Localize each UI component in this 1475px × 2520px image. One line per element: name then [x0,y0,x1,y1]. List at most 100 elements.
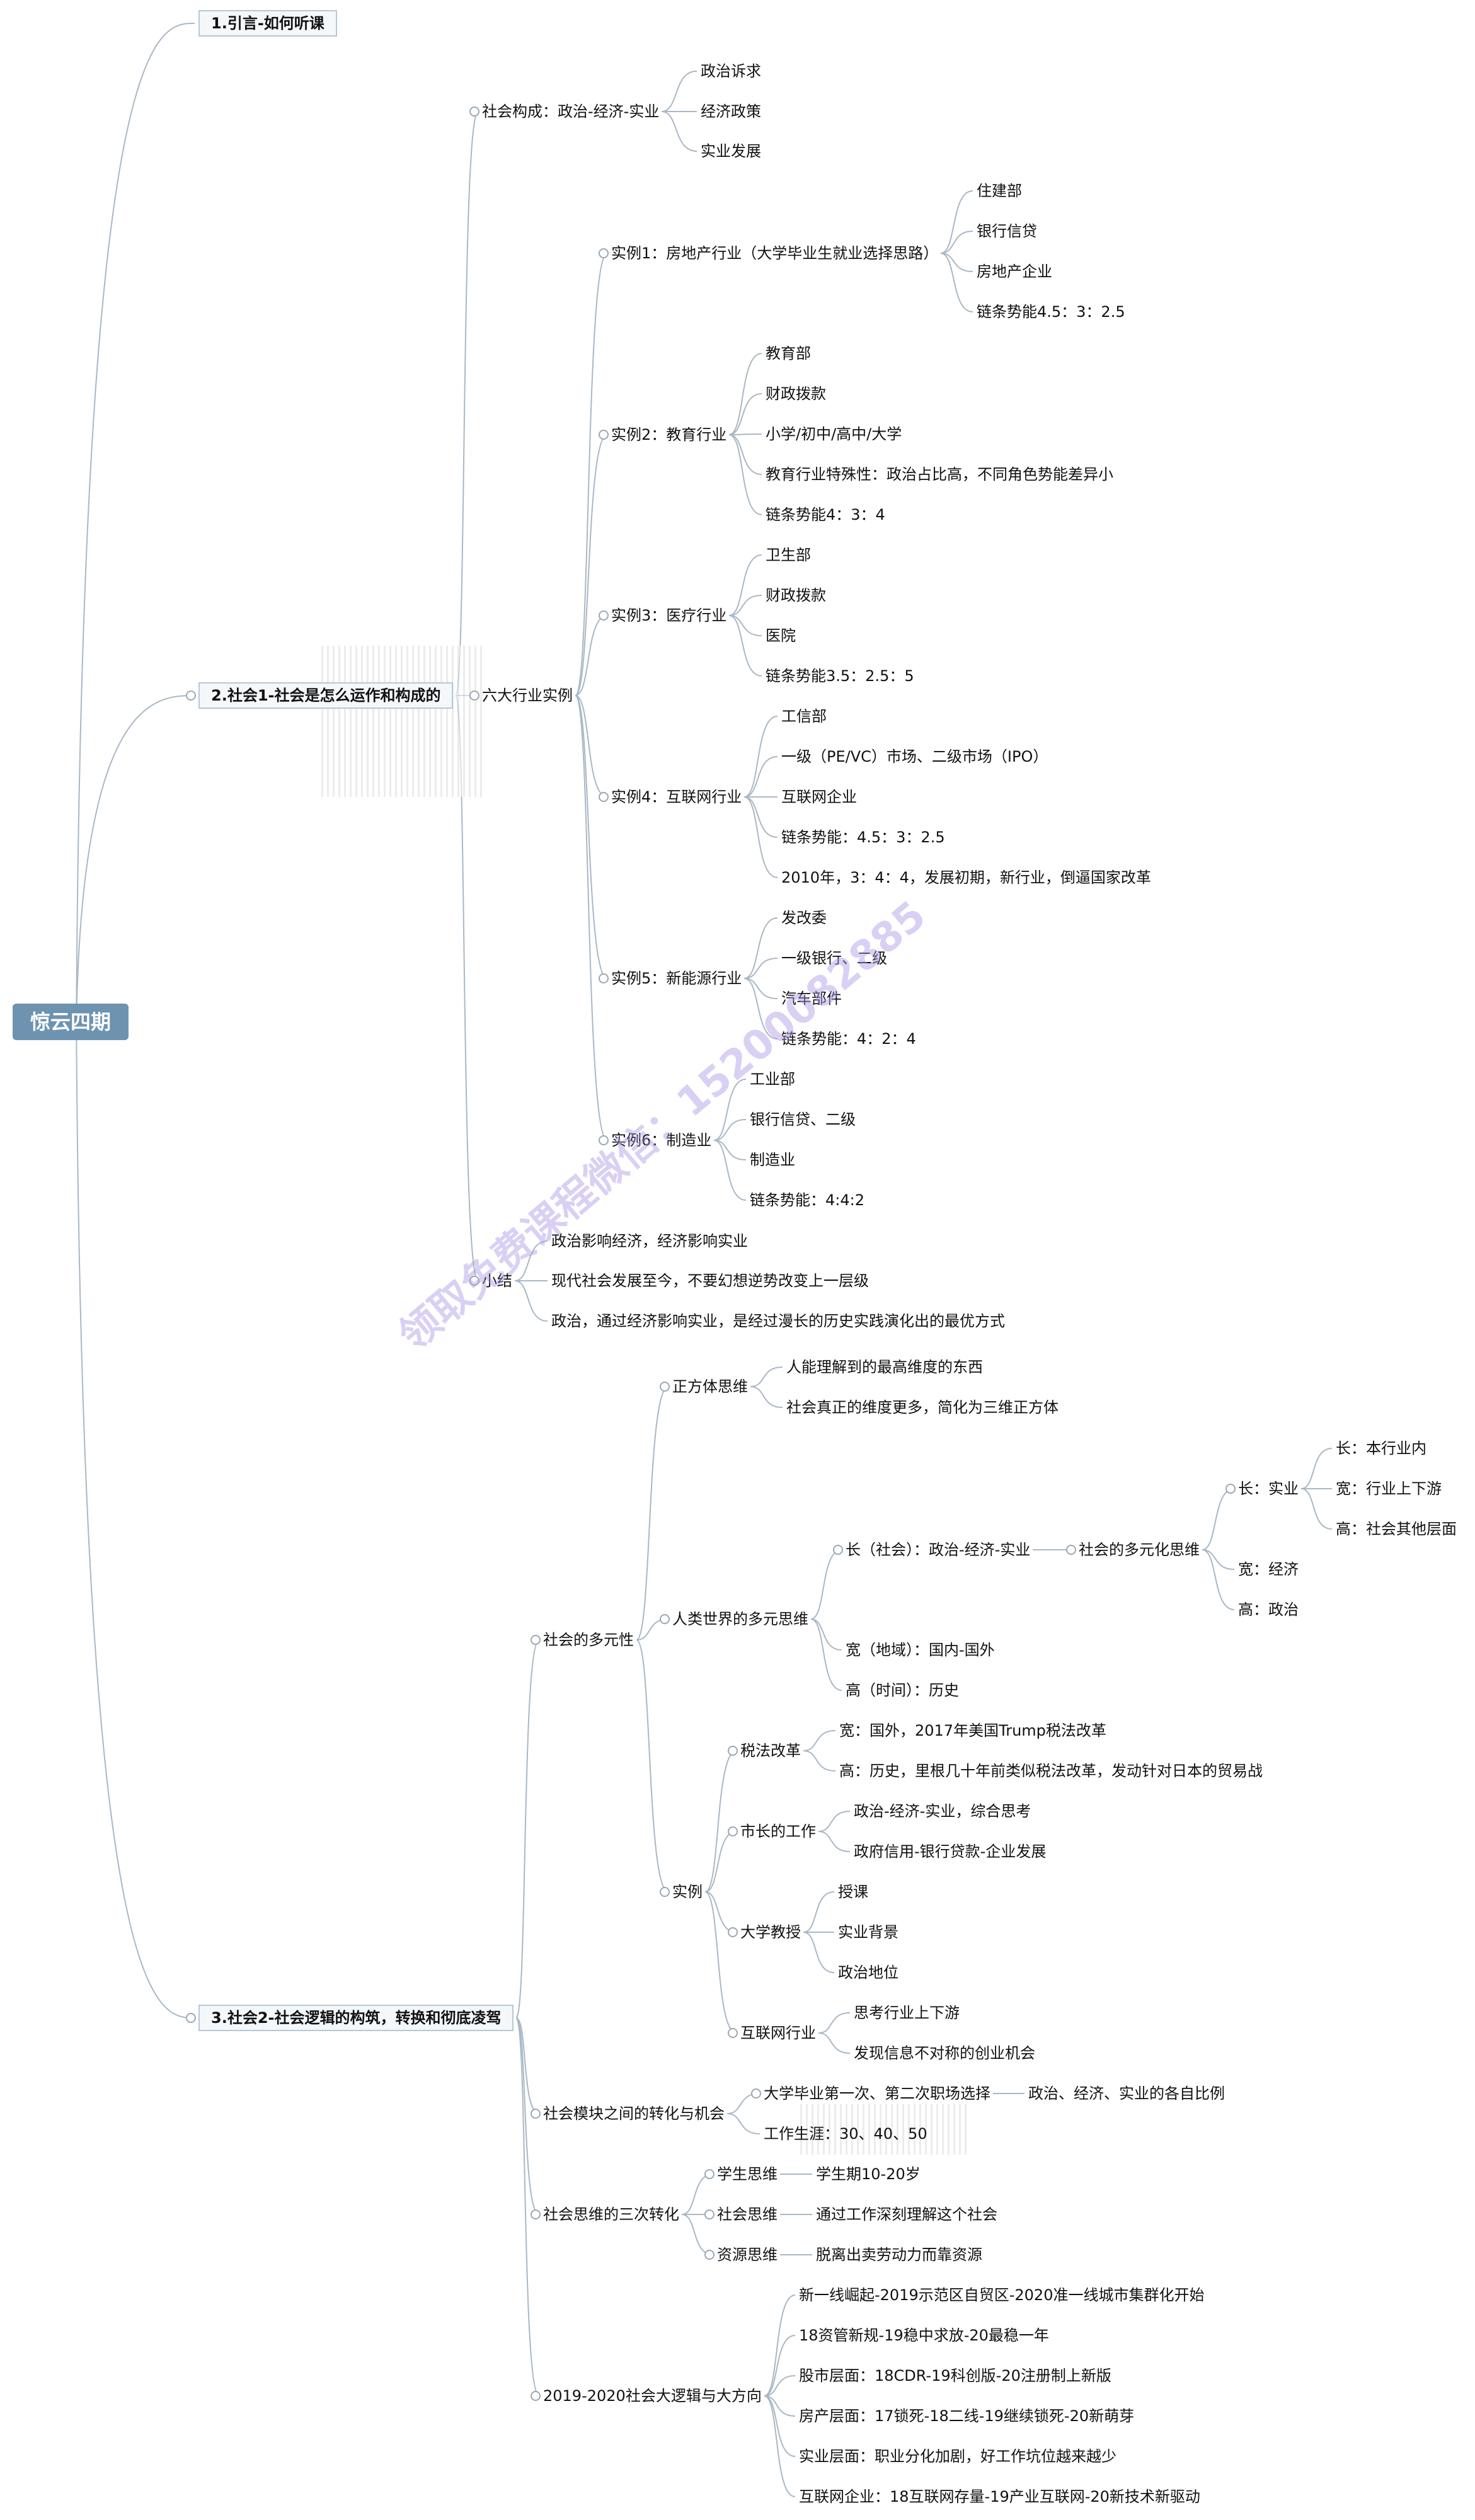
leaf[interactable]: 一级（PE/VC）市场、二级市场（IPO） [781,748,1048,765]
collapse-toggle-icon[interactable] [531,2109,541,2119]
collapse-toggle-icon[interactable] [704,2169,715,2179]
leaf[interactable]: 学生期10-20岁 [816,2165,921,2183]
leaf[interactable]: 链条势能：4：2：4 [781,1030,916,1048]
leaf[interactable]: 授课 [838,1883,868,1901]
collapse-toggle-icon[interactable] [1066,1545,1076,1555]
leaf[interactable]: 工业部 [750,1070,795,1088]
collapse-toggle-icon[interactable] [531,1635,541,1645]
resource-thinking[interactable]: 资源思维 [717,2246,778,2264]
cube-thinking[interactable]: 正方体思维 [672,1378,748,1395]
social-thinking[interactable]: 社会思维 [717,2206,778,2223]
collapse-toggle-icon[interactable] [599,430,609,440]
collapse-toggle-icon[interactable] [1225,1484,1236,1494]
leaf[interactable]: 发现信息不对称的创业机会 [854,2044,1035,2062]
ratio[interactable]: 政治、经济、实业的各自比例 [1028,2085,1225,2102]
leaf[interactable]: 教育行业特殊性：政治占比高，不同角色势能差异小 [766,466,1113,483]
length-society[interactable]: 长（社会）：政治-经济-实业 [846,1541,1031,1559]
collapse-toggle-icon[interactable] [469,1276,479,1286]
leaf[interactable]: 实业发展 [701,142,761,160]
width-region[interactable]: 宽（地域）：国内-国外 [846,1641,995,1659]
professor[interactable]: 大学教授 [740,1923,801,1941]
branch-society-1[interactable]: 2.社会1-社会是怎么运作和构成的 [198,682,454,709]
leaf[interactable]: 宽：行业上下游 [1336,1480,1442,1498]
leaf[interactable]: 医院 [766,627,796,644]
leaf[interactable]: 18资管新规-19稳中求放-20最稳一年 [799,2327,1049,2344]
collapse-toggle-icon[interactable] [469,106,479,117]
collapse-toggle-icon[interactable] [660,1382,670,1392]
collapse-toggle-icon[interactable] [833,1545,843,1555]
branch-intro[interactable]: 1.引言-如何听课 [198,10,337,37]
social-diversity[interactable]: 社会的多元性 [543,1631,634,1649]
summary[interactable]: 小结 [482,1272,512,1290]
leaf[interactable]: 政治诉求 [701,62,761,80]
leaf[interactable]: 财政拨款 [766,385,826,403]
collapse-toggle-icon[interactable] [660,1887,670,1897]
collapse-toggle-icon[interactable] [186,690,196,701]
collapse-toggle-icon[interactable] [599,973,609,983]
leaf[interactable]: 人能理解到的最高维度的东西 [786,1358,983,1376]
tax-reform[interactable]: 税法改革 [740,1742,801,1760]
leaf[interactable]: 房产层面：17锁死-18二线-19继续锁死-20新萌芽 [799,2407,1135,2425]
leaf[interactable]: 实业背景 [838,1923,898,1941]
height-politics[interactable]: 高：政治 [1238,1601,1299,1618]
leaf[interactable]: 链条势能4.5：3：2.5 [977,303,1125,321]
leaf[interactable]: 卫生部 [766,546,811,564]
multi-thinking[interactable]: 人类世界的多元思维 [672,1610,808,1628]
leaf[interactable]: 小学/初中/高中/大学 [766,425,902,443]
leaf[interactable]: 链条势能：4:4:2 [750,1191,864,1209]
leaf[interactable]: 银行信贷、二级 [750,1111,856,1128]
career[interactable]: 工作生涯：30、40、50 [764,2125,927,2143]
leaf[interactable]: 政治，通过经济影响实业，是经过漫长的历史实践演化出的最优方式 [551,1312,1005,1330]
leaf[interactable]: 房地产企业 [977,263,1052,280]
leaf[interactable]: 政治-经济-实业，综合思考 [854,1802,1031,1820]
collapse-toggle-icon[interactable] [599,248,609,258]
leaf[interactable]: 制造业 [750,1151,795,1169]
leaf[interactable]: 住建部 [977,182,1022,200]
leaf[interactable]: 政治影响经济，经济影响实业 [551,1232,748,1250]
leaf[interactable]: 股市层面：18CDR-19科创版-20注册制上新版 [799,2367,1111,2385]
collapse-toggle-icon[interactable] [469,690,479,701]
graduate-choice[interactable]: 大学毕业第一次、第二次职场选择 [764,2085,990,2102]
collapse-toggle-icon[interactable] [751,2088,761,2099]
leaf[interactable]: 脱离出卖劳动力而靠资源 [816,2246,982,2264]
root-node[interactable]: 惊云四期 [13,1004,129,1040]
leaf[interactable]: 链条势能3.5：2.5：5 [766,667,914,685]
industry-example-6[interactable]: 实例6：制造业 [611,1131,712,1149]
collapse-toggle-icon[interactable] [186,2013,196,2023]
leaf[interactable]: 汽车部件 [781,990,842,1007]
leaf[interactable]: 社会真正的维度更多，简化为三维正方体 [786,1399,1059,1416]
student-thinking[interactable]: 学生思维 [717,2165,778,2183]
leaf[interactable]: 政治地位 [838,1964,898,1981]
leaf[interactable]: 现代社会发展至今，不要幻想逆势改变上一层级 [551,1272,869,1290]
big-logic-2019-2020[interactable]: 2019-2020社会大逻辑与大方向 [543,2387,762,2405]
height-time[interactable]: 高（时间）：历史 [846,1681,959,1699]
industry-example-5[interactable]: 实例5：新能源行业 [611,970,742,987]
society-structure[interactable]: 社会构成：政治-经济-实业 [482,103,660,120]
collapse-toggle-icon[interactable] [728,1927,738,1937]
industry-example-2[interactable]: 实例2：教育行业 [611,426,727,444]
collapse-toggle-icon[interactable] [704,2250,715,2260]
collapse-toggle-icon[interactable] [599,610,609,621]
leaf[interactable]: 教育部 [766,345,811,362]
leaf[interactable]: 互联网企业：18互联网存量-19产业互联网-20新技术新驱动 [799,2488,1200,2506]
leaf[interactable]: 新一线崛起-2019示范区自贸区-2020准一线城市集群化开始 [799,2286,1205,2304]
industry-example-3[interactable]: 实例3：医疗行业 [611,607,727,624]
social-multi-thinking[interactable]: 社会的多元化思维 [1079,1541,1200,1559]
leaf[interactable]: 银行信贷 [977,222,1037,240]
leaf[interactable]: 通过工作深刻理解这个社会 [816,2206,997,2223]
leaf[interactable]: 高：历史，里根几十年前类似税法改革，发动针对日本的贸易战 [839,1762,1263,1780]
collapse-toggle-icon[interactable] [531,2391,541,2401]
collapse-toggle-icon[interactable] [728,1746,738,1756]
leaf[interactable]: 宽：国外，2017年美国Trump税法改革 [839,1722,1106,1739]
industry-example-4[interactable]: 实例4：互联网行业 [611,788,742,806]
leaf[interactable]: 思考行业上下游 [854,2004,960,2022]
leaf[interactable]: 政府信用-银行贷款-企业发展 [854,1843,1047,1860]
leaf[interactable]: 高：社会其他层面 [1336,1520,1457,1538]
six-industries[interactable]: 六大行业实例 [482,687,573,704]
leaf[interactable]: 经济政策 [701,103,761,120]
collapse-toggle-icon[interactable] [599,1135,609,1145]
leaf[interactable]: 链条势能：4.5：3：2.5 [781,828,945,846]
module-transform[interactable]: 社会模块之间的转化与机会 [543,2105,725,2122]
leaf[interactable]: 互联网企业 [781,788,857,806]
leaf[interactable]: 2010年，3：4：4，发展初期，新行业，倒逼国家改革 [781,869,1151,886]
